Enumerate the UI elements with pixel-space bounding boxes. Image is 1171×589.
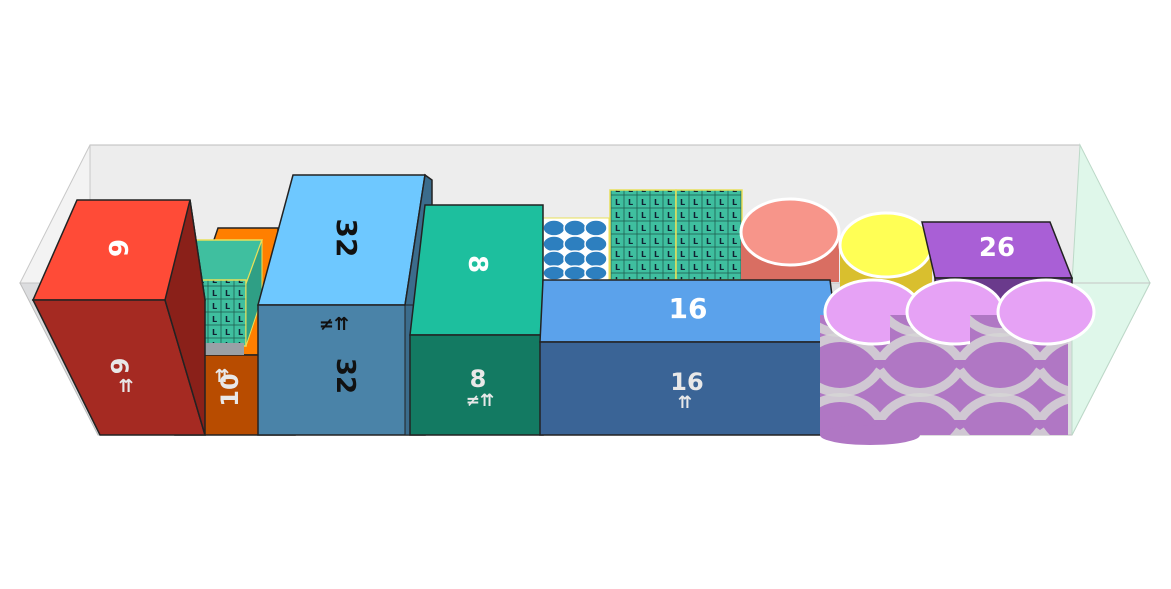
- light-blue-box-front-label: 32: [330, 358, 360, 394]
- blue-box: 16 16 ⇈: [539, 279, 839, 436]
- salmon-drum: [739, 197, 841, 282]
- cube-stack-b: [675, 189, 743, 281]
- violet-drum-3: [970, 278, 1096, 435]
- red-box-front-label: 6: [105, 358, 133, 375]
- teal-box-front-symbol: ≠⇈: [466, 391, 495, 411]
- light-blue-box: 32 ≠⇈ 32: [257, 173, 433, 436]
- light-blue-box-top-symbol: ≠⇈: [319, 314, 349, 335]
- teal-box-top-label: 8: [462, 255, 492, 273]
- container-door: [1071, 143, 1151, 436]
- red-box-top-label: 6: [102, 239, 132, 257]
- teal-box: 8 8 ≠⇈: [409, 204, 544, 436]
- cube-stack-a: [609, 189, 677, 281]
- purple-box-top-label: 26: [979, 233, 1015, 263]
- teal-box-front-label: 8: [470, 365, 487, 393]
- light-blue-box-top-label: 32: [330, 219, 363, 258]
- blue-box-top-label: 16: [669, 292, 708, 325]
- red-box: 6 6 ⇈: [31, 199, 207, 436]
- blue-box-front-symbol: ⇈: [678, 393, 692, 413]
- small-cylinders-pack: [542, 217, 610, 281]
- orange-box-front-label: 10: [216, 373, 244, 406]
- red-box-front-symbol: ⇈: [118, 376, 133, 397]
- orange-box-front-symbol: ⇈: [214, 366, 229, 387]
- blue-box-front-label: 16: [670, 368, 703, 396]
